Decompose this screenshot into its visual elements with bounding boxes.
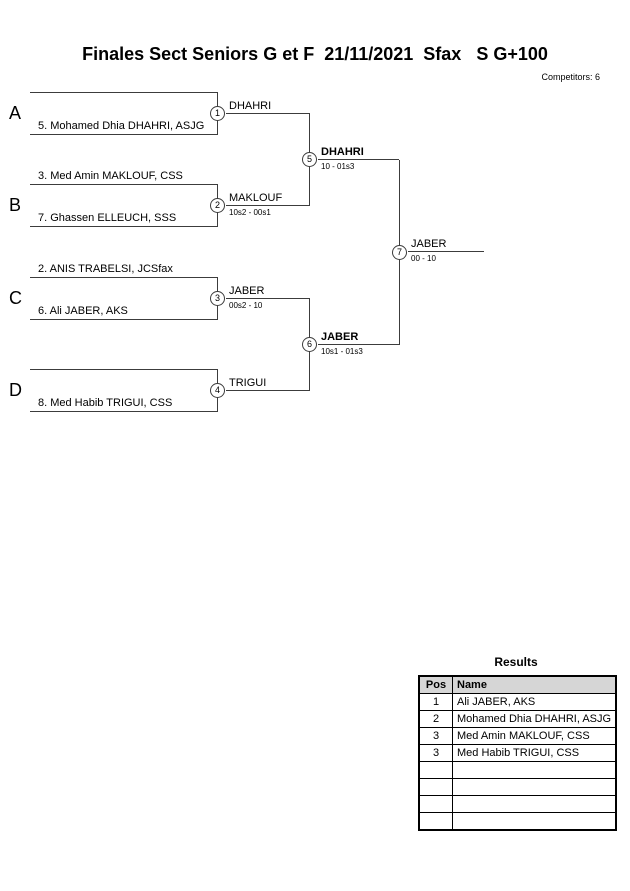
result-pos bbox=[418, 812, 453, 831]
match-2-winner: MAKLOUF bbox=[226, 191, 310, 206]
results-row: 1 Ali JABER, AKS bbox=[418, 693, 617, 711]
result-name bbox=[452, 761, 617, 779]
match-7-score: 00 - 10 bbox=[411, 254, 436, 263]
match-3-winner: JABER bbox=[226, 284, 310, 299]
match-4-number: 4 bbox=[210, 383, 225, 398]
results-row bbox=[418, 795, 617, 813]
result-pos: 2 bbox=[418, 710, 453, 728]
result-pos bbox=[418, 778, 453, 796]
result-pos bbox=[418, 795, 453, 813]
result-name: Ali JABER, AKS bbox=[452, 693, 617, 711]
match-6-winner: JABER bbox=[318, 330, 399, 345]
result-pos: 3 bbox=[418, 727, 453, 745]
match-5-score: 10 - 01s3 bbox=[321, 162, 355, 171]
entrant-d-bottom: 8. Med Habib TRIGUI, CSS bbox=[30, 396, 218, 412]
result-name bbox=[452, 795, 617, 813]
result-name: Mohamed Dhia DHAHRI, ASJG bbox=[452, 710, 617, 728]
match-1-number: 1 bbox=[210, 106, 225, 121]
result-name: Med Habib TRIGUI, CSS bbox=[452, 744, 617, 762]
results-header-row: Pos Name bbox=[418, 675, 617, 694]
match-6-score: 10s1 - 01s3 bbox=[321, 347, 363, 356]
result-name bbox=[452, 778, 617, 796]
result-pos bbox=[418, 761, 453, 779]
match-2-score: 10s2 - 00s1 bbox=[229, 208, 271, 217]
match-2-number: 2 bbox=[210, 198, 225, 213]
results-row bbox=[418, 812, 617, 831]
match-7-winner: JABER bbox=[408, 237, 484, 252]
match-5-number: 5 bbox=[302, 152, 317, 167]
entrant-b-bottom: 7. Ghassen ELLEUCH, SSS bbox=[30, 211, 218, 227]
results-header-pos: Pos bbox=[418, 675, 453, 694]
match-3-number: 3 bbox=[210, 291, 225, 306]
results-row: 2 Mohamed Dhia DHAHRI, ASJG bbox=[418, 710, 617, 728]
match-5-winner: DHAHRI bbox=[318, 145, 399, 160]
results-row: 3 Med Habib TRIGUI, CSS bbox=[418, 744, 617, 762]
results-title: Results bbox=[494, 655, 538, 669]
results-table: Pos Name 1 Ali JABER, AKS 2 Mohamed Dhia… bbox=[418, 675, 618, 831]
result-name bbox=[452, 812, 617, 831]
entrant-c-top: 2. ANIS TRABELSI, JCSfax bbox=[30, 262, 218, 278]
section-label-b: B bbox=[9, 195, 22, 215]
result-pos: 1 bbox=[418, 693, 453, 711]
results-row: 3 Med Amin MAKLOUF, CSS bbox=[418, 727, 617, 745]
entrant-c-bottom: 6. Ali JABER, AKS bbox=[30, 304, 218, 320]
match-7-number: 7 bbox=[392, 245, 407, 260]
result-name: Med Amin MAKLOUF, CSS bbox=[452, 727, 617, 745]
page-title: Finales Sect Seniors G et F 21/11/2021 S… bbox=[82, 44, 548, 64]
entrant-d-top bbox=[30, 354, 218, 370]
result-pos: 3 bbox=[418, 744, 453, 762]
section-label-d: D bbox=[9, 380, 22, 400]
results-header-name: Name bbox=[452, 675, 617, 694]
entrant-a-top bbox=[30, 77, 218, 93]
match-6-number: 6 bbox=[302, 337, 317, 352]
match-1-winner: DHAHRI bbox=[226, 99, 310, 114]
entrant-a-bottom: 5. Mohamed Dhia DHAHRI, ASJG bbox=[30, 119, 218, 135]
results-row bbox=[418, 778, 617, 796]
results-row bbox=[418, 761, 617, 779]
section-label-a: A bbox=[9, 103, 22, 123]
competitors-count: Competitors: 6 bbox=[541, 72, 600, 82]
match-3-score: 00s2 - 10 bbox=[229, 301, 263, 310]
entrant-b-top: 3. Med Amin MAKLOUF, CSS bbox=[30, 169, 218, 185]
match-4-winner: TRIGUI bbox=[226, 376, 310, 391]
section-label-c: C bbox=[9, 288, 22, 308]
